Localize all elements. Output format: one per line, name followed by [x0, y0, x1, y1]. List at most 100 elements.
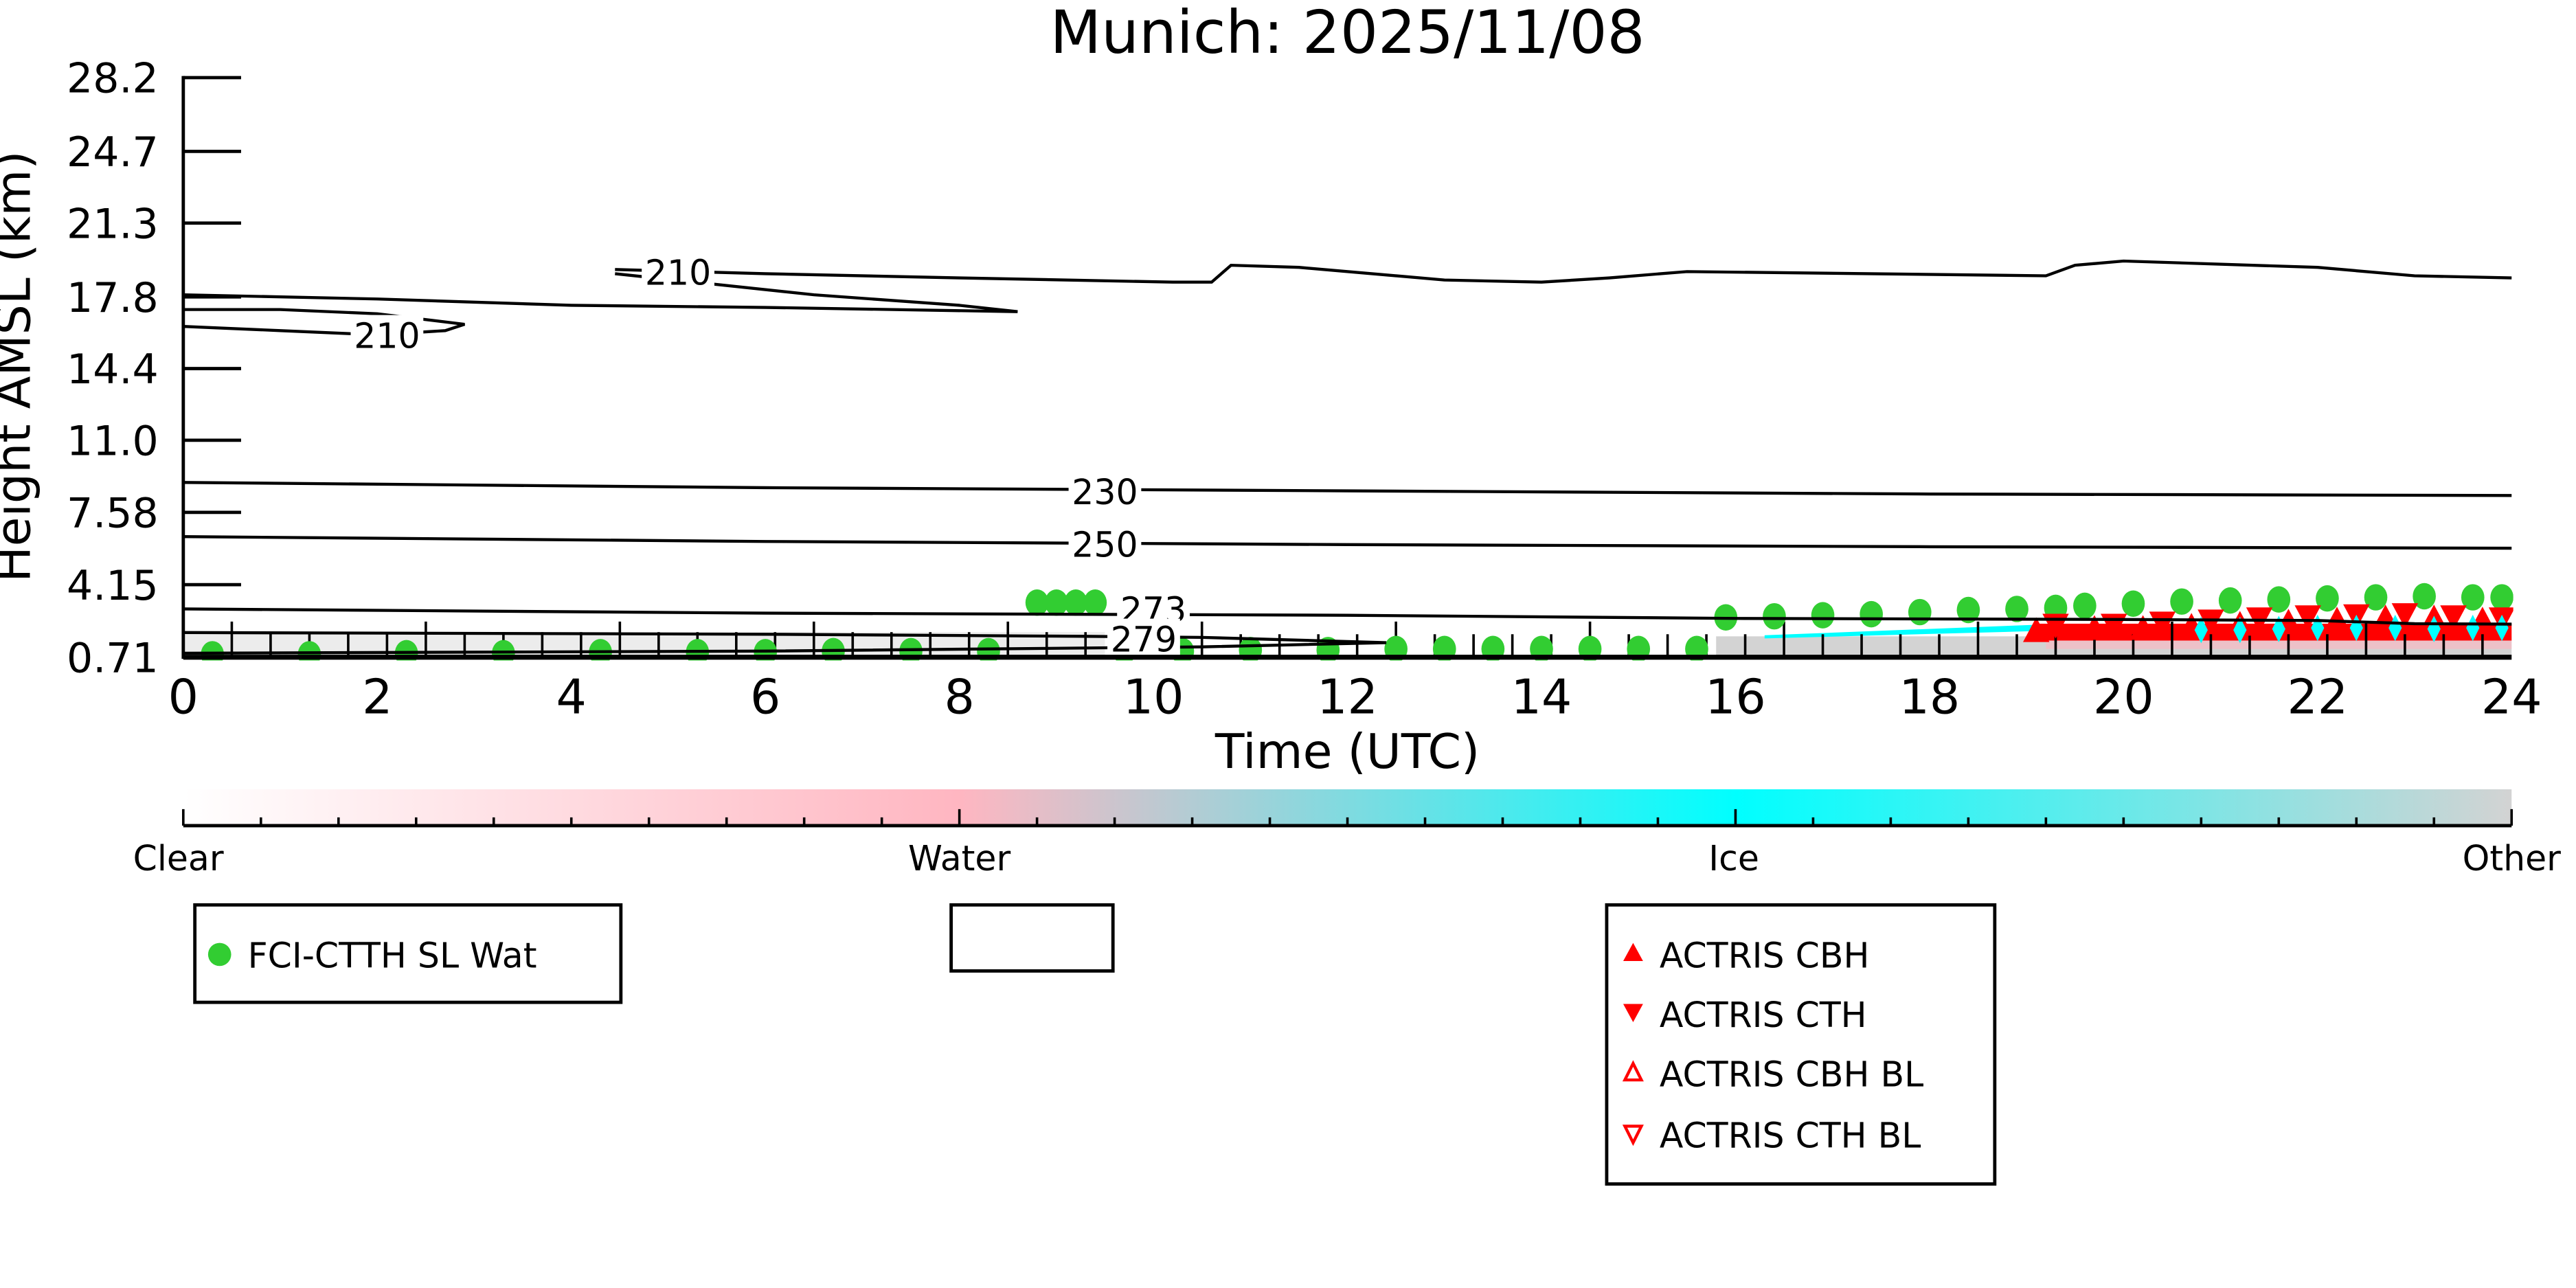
actris-cbh-point	[2081, 615, 2108, 640]
actris-cth-point	[2391, 603, 2419, 629]
x-tick-label: 20	[2093, 669, 2154, 725]
x-tick-label: 18	[1899, 669, 1961, 725]
x-tick-label: 24	[2481, 669, 2542, 725]
fci-ctth-point	[2413, 583, 2436, 610]
fci-ctth-point	[2316, 585, 2339, 612]
x-tick-label: 12	[1317, 669, 1378, 725]
legend-empty	[949, 903, 1115, 973]
x-tick-label: 10	[1123, 669, 1184, 725]
actris-cth-point	[2294, 605, 2321, 631]
fci-ctth-point	[2364, 584, 2388, 611]
fci-ctth-point	[1860, 600, 1883, 628]
fci-ctth-point	[977, 637, 1000, 661]
legend-entry-cth-bl: ACTRIS CTH BL	[1660, 1116, 1921, 1156]
y-tick-label: 24.7	[67, 128, 159, 177]
fci-ctth-point	[1763, 602, 1786, 630]
x-tick-label: 6	[750, 669, 780, 725]
phase-ice-band	[1764, 624, 2037, 639]
fci-ctth-point	[2267, 586, 2291, 613]
colorbar-label-other: Other	[2463, 838, 2562, 879]
x-tick-label: 0	[168, 669, 199, 725]
contour-label: 210	[645, 253, 711, 293]
contour-label: 210	[354, 316, 420, 357]
legend-entry-fci: FCI-CTTH SL Wat	[248, 936, 537, 976]
x-tick-label: 8	[944, 669, 974, 725]
y-axis-label: Height AMSL (km)	[0, 151, 41, 583]
colorbar: Clear Water Ice Other	[133, 789, 2562, 879]
data-markers	[201, 583, 2513, 661]
fci-ctth-point	[1685, 635, 1708, 661]
ice-point	[2272, 615, 2285, 642]
actris-cth-point	[2149, 611, 2176, 637]
actris-cbh-point	[2129, 615, 2156, 640]
contour-label-bg	[1068, 471, 1142, 508]
ice-point	[2233, 616, 2247, 644]
triangle-down-open-icon	[1622, 1125, 1644, 1146]
fci-ctth-point	[1627, 635, 1651, 661]
fci-ctth-point	[2461, 584, 2485, 611]
fci-ctth-point	[2170, 588, 2193, 615]
contour-label-bg	[1107, 618, 1180, 655]
fci-ctth-point	[1811, 602, 1835, 629]
fci-ctth-point	[2121, 590, 2145, 618]
actris-cth-point	[2197, 609, 2224, 635]
fci-ctth-point	[2005, 596, 2029, 622]
legend-marker-circle	[207, 942, 231, 967]
triangle-up-open-icon	[1622, 1060, 1644, 1082]
fci-ctth-point	[1530, 635, 1553, 661]
y-tick-label: 7.58	[67, 490, 159, 538]
fci-ctth-point	[1384, 635, 1408, 661]
y-ticks: 0.71 4.15 7.58 11.0 14.4 17.8 21.3 24.7 28.2	[67, 55, 241, 682]
fci-ctth-point	[2218, 587, 2242, 614]
y-tick-label: 28.2	[67, 55, 159, 103]
contour-line	[183, 481, 2512, 497]
contour-line	[183, 631, 1387, 655]
fci-ctth-point	[1578, 635, 1602, 661]
legend-fci: FCI-CTTH SL Wat	[193, 903, 623, 1004]
fci-ctth-point	[1083, 589, 1107, 616]
contour-label-bg	[1068, 523, 1142, 561]
y-tick-label: 14.4	[67, 346, 159, 394]
y-tick-label: 0.71	[67, 634, 159, 682]
contour-line	[183, 535, 2512, 550]
x-axis-label: Time (UTC)	[1214, 724, 1480, 780]
x-tick-label: 16	[1705, 669, 1766, 725]
x-tick-label: 2	[362, 669, 392, 725]
legend-actris: ACTRIS CBH ACTRIS CTH ACTRIS CBH BL ACTR…	[1605, 903, 1997, 1186]
contour-line	[183, 272, 1018, 313]
contour-label-bg	[350, 315, 424, 352]
contour-label: 279	[1111, 620, 1177, 660]
contour-line	[615, 259, 2512, 284]
fci-ctth-point	[1432, 635, 1456, 661]
contour-line	[183, 308, 466, 337]
fci-ctth-point	[1956, 596, 1980, 624]
fci-ctth-point	[2490, 584, 2513, 611]
colorbar-label-ice: Ice	[1708, 838, 1759, 879]
legend-entry-cbh-bl: ACTRIS CBH BL	[1660, 1054, 1923, 1095]
fci-ctth-point	[1064, 589, 1087, 616]
contour-label: 230	[1072, 472, 1138, 512]
fci-ctth-point	[2073, 592, 2097, 620]
legend-entry-cth: ACTRIS CTH	[1660, 995, 1867, 1035]
actris-cth-point	[2440, 605, 2467, 631]
y-tick-label: 17.8	[67, 274, 159, 322]
colorbar-label-water: Water	[908, 838, 1010, 879]
actris-cbh-point	[2323, 607, 2351, 632]
fci-ctth-point	[1239, 637, 1263, 661]
x-tick-label: 22	[2287, 669, 2348, 725]
phase-water-band	[2046, 640, 2512, 649]
contour-label: 250	[1072, 525, 1138, 565]
legend-entry-cbh: ACTRIS CBH	[1660, 936, 1870, 976]
contour-line	[183, 607, 2512, 626]
x-tick-label: 14	[1511, 669, 1572, 725]
colorbar-label-clear: Clear	[133, 838, 224, 879]
fci-ctth-point	[1045, 589, 1068, 616]
y-tick-label: 4.15	[67, 562, 159, 610]
x-tick-label: 4	[556, 669, 587, 725]
y-tick-label: 21.3	[67, 200, 159, 248]
y-tick-label: 11.0	[67, 418, 159, 466]
chart-title: Munich: 2025/11/08	[1050, 0, 1645, 67]
